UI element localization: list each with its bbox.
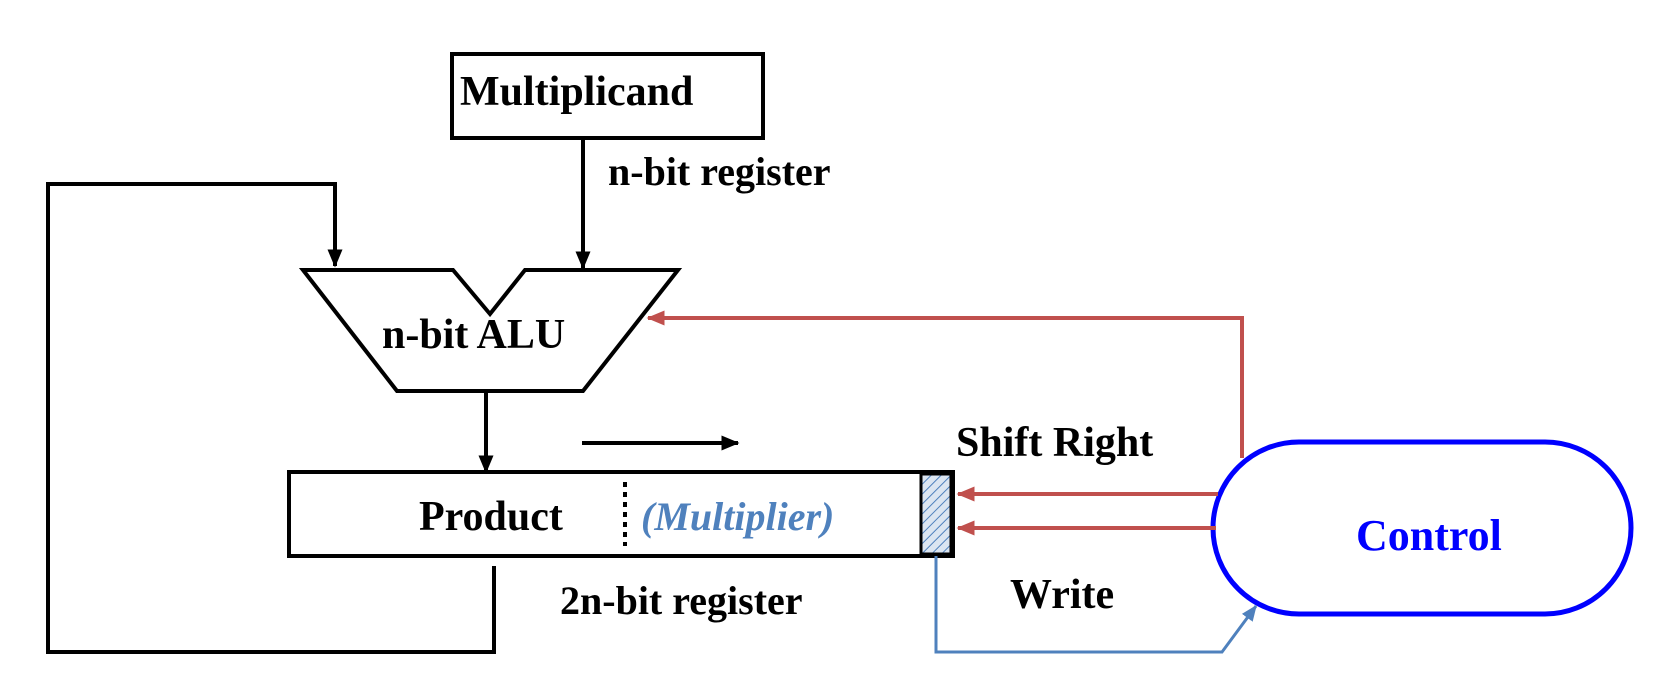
control-to-alu-signal [646, 310, 1244, 458]
shift-right-label: Shift Right [956, 420, 1153, 466]
control-unit: Control [1210, 439, 1634, 617]
multiplicand-register-label: n-bit register [608, 149, 831, 194]
product-lsb-cell [919, 472, 953, 556]
control-label: Control [1356, 511, 1502, 560]
product-feedback-loop [46, 182, 496, 654]
alu-shape [298, 268, 683, 393]
write-label: Write [1010, 572, 1114, 618]
product-register-label: 2n-bit register [560, 578, 803, 623]
lsb-to-control-signal [934, 556, 1258, 654]
multiplicand-box [450, 52, 765, 140]
multiplier-label: (Multiplier) [641, 494, 834, 539]
product-label: Product [419, 494, 563, 540]
multiplicand-register: Multiplicand [450, 52, 765, 140]
product-box [287, 470, 955, 558]
product-register: Product (Multiplier) [287, 470, 955, 558]
multiplicand-label: Multiplicand [460, 69, 693, 115]
alu-label: n-bit ALU [382, 312, 565, 358]
alu: n-bit ALU [298, 268, 683, 393]
